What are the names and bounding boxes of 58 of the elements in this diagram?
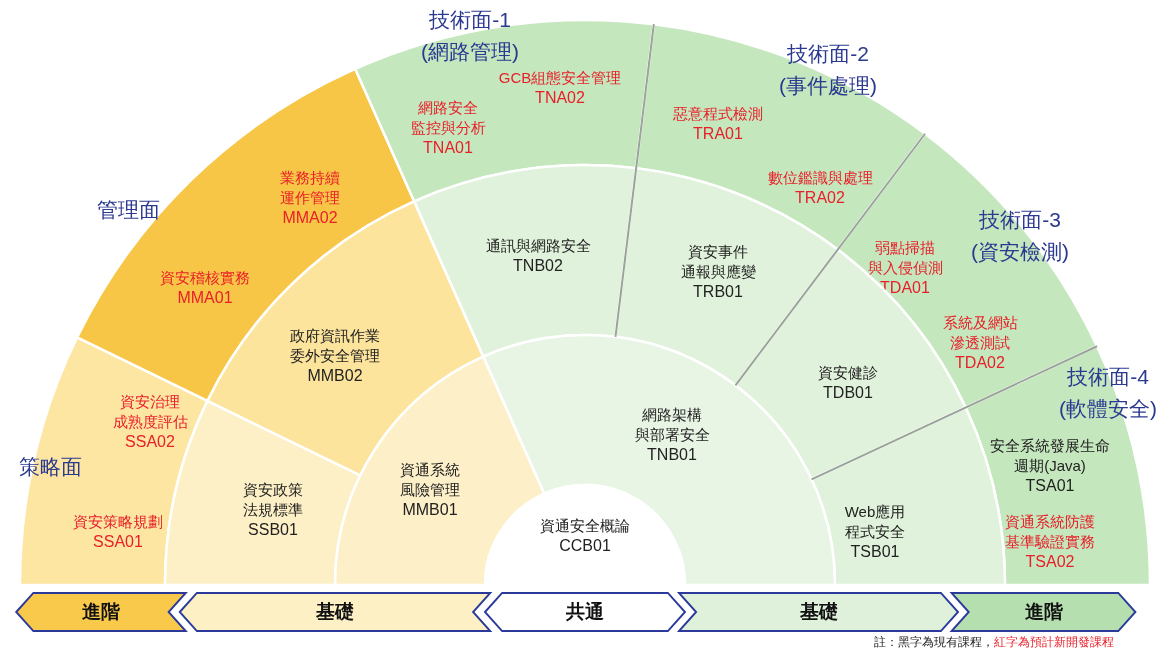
course-code: SSA01 xyxy=(93,532,143,552)
course-name: 政府資訊作業委外安全管理 xyxy=(290,326,380,366)
course-name: 資安治理成熟度評估 xyxy=(112,392,188,432)
course-name: 業務持續運作管理 xyxy=(280,168,340,208)
course-code: TDB01 xyxy=(823,383,873,403)
category-heading: 技術面-2 xyxy=(787,41,869,67)
course-name: 資通系統風險管理 xyxy=(400,460,460,500)
course-name: 資安事件通報與應變 xyxy=(680,242,756,282)
course-code: TRA01 xyxy=(693,124,743,144)
course-name: 網路架構與部署安全 xyxy=(634,405,710,445)
note-text: 註：黑字為現有課程， xyxy=(874,634,994,650)
course-name: 通訊與網路安全 xyxy=(485,236,591,256)
course-code: SSB01 xyxy=(248,520,298,540)
course-code: MMB02 xyxy=(307,366,363,386)
course-name: 網路安全監控與分析 xyxy=(410,98,486,138)
category-heading: 技術面-1 xyxy=(429,7,511,33)
level-label: 共通 xyxy=(566,599,604,624)
course-code: TNA01 xyxy=(423,138,473,158)
level-label: 基礎 xyxy=(799,599,838,624)
course-code: TSA01 xyxy=(1025,476,1075,496)
course-code: TSB01 xyxy=(850,542,900,562)
level-label: 進階 xyxy=(82,599,120,624)
category-heading: 策略面 xyxy=(18,454,82,480)
course-name: 惡意程式檢測 xyxy=(673,104,763,124)
category-heading: (軟體安全) xyxy=(1059,396,1157,422)
course-code: MMA02 xyxy=(282,208,338,228)
category-heading: 技術面-3 xyxy=(979,207,1061,233)
category-heading: (網路管理) xyxy=(421,39,519,65)
level-label: 基礎 xyxy=(316,599,354,624)
course-name: 數位鑑識與處理 xyxy=(767,168,873,188)
category-heading: (資安檢測) xyxy=(971,239,1069,265)
category-heading: 管理面 xyxy=(96,197,160,223)
course-code: MMB01 xyxy=(402,500,458,520)
course-code: SSA02 xyxy=(125,432,175,452)
course-name: 系統及網站滲透測試 xyxy=(942,313,1018,353)
course-name: GCB組態安全管理 xyxy=(498,68,622,88)
course-code: TDA02 xyxy=(955,353,1005,373)
course-code: TNB02 xyxy=(513,256,563,276)
course-name: 資安政策法規標準 xyxy=(243,480,303,520)
course-code: MMA01 xyxy=(177,288,233,308)
course-name: 資通安全概論 xyxy=(540,516,630,536)
course-code: TNA02 xyxy=(535,88,585,108)
course-code: TDA01 xyxy=(880,278,930,298)
category-heading: 技術面-4 xyxy=(1067,364,1149,390)
course-name: 資通系統防護基準驗證實務 xyxy=(1005,512,1095,552)
course-name: 安全系統發展生命週期(Java) xyxy=(990,436,1110,476)
course-name: 弱點掃描與入侵偵測 xyxy=(867,238,943,278)
course-name: 資安稽核實務 xyxy=(160,268,250,288)
course-code: TSA02 xyxy=(1025,552,1075,572)
course-code: TRB01 xyxy=(693,282,743,302)
course-name: 資安策略規劃 xyxy=(73,512,163,532)
course-code: TNB01 xyxy=(647,445,697,465)
category-heading: (事件處理) xyxy=(779,73,877,99)
course-name: 資安健診 xyxy=(818,363,878,383)
level-label: 進階 xyxy=(1024,599,1063,624)
course-code: CCB01 xyxy=(559,536,611,556)
course-code: TRA02 xyxy=(795,188,845,208)
course-name: Web應用程式安全 xyxy=(844,502,906,542)
